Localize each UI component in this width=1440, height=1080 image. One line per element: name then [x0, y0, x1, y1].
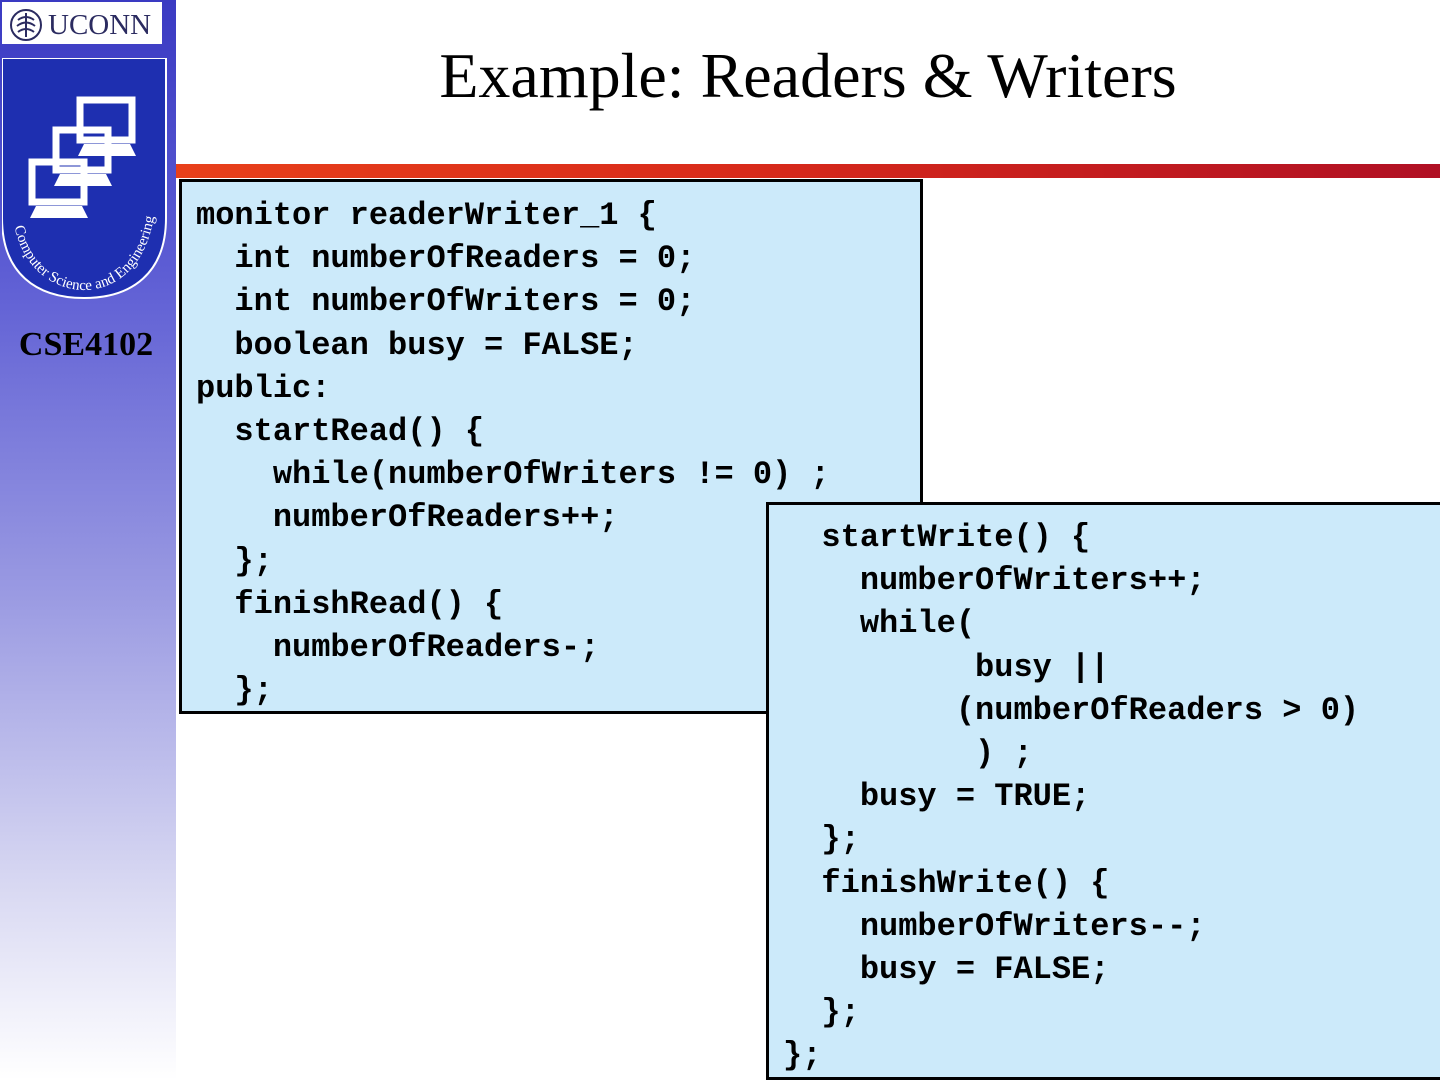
code-line: startRead() { — [196, 412, 485, 450]
code-line: }; — [783, 994, 860, 1032]
code-line: numberOfReaders-; — [196, 628, 600, 666]
uconn-logo-text: UCONN — [48, 9, 152, 41]
code-line: busy || — [783, 648, 1110, 686]
code-line: while(numberOfWriters != 0) ; — [196, 456, 830, 494]
course-code: CSE4102 — [18, 326, 154, 363]
code-line: while( — [783, 605, 976, 643]
code-line: int numberOfReaders = 0; — [196, 240, 696, 278]
code-line: boolean busy = FALSE; — [196, 326, 638, 364]
code-body-writer: startWrite() { numberOfWriters++; while(… — [783, 516, 1359, 1077]
code-line: }; — [196, 542, 273, 580]
code-line: finishWrite() { — [783, 864, 1110, 902]
cse-emblem-icon: Computer Science and Engineering — [2, 58, 167, 300]
code-box-writer: startWrite() { numberOfWriters++; while(… — [766, 502, 1440, 1080]
code-line: numberOfWriters--; — [783, 907, 1206, 945]
code-line: numberOfWriters++; — [783, 562, 1206, 600]
code-line: numberOfReaders++; — [196, 499, 619, 537]
code-body-reader: monitor readerWriter_1 { int numberOfRea… — [196, 194, 830, 711]
slide-title: Example: Readers & Writers — [439, 40, 1177, 111]
code-line: (numberOfReaders > 0) — [783, 691, 1360, 729]
code-line: busy = FALSE; — [783, 950, 1110, 988]
code-line: }; — [783, 1037, 822, 1075]
code-line: startWrite() { — [783, 519, 1091, 556]
title-divider — [176, 164, 1440, 178]
uconn-seal-icon — [10, 9, 42, 41]
code-line: }; — [783, 821, 860, 859]
code-line: busy = TRUE; — [783, 778, 1091, 816]
code-line: monitor readerWriter_1 { — [196, 197, 657, 234]
code-line: finishRead() { — [196, 585, 504, 623]
code-line: int numberOfWriters = 0; — [196, 283, 696, 321]
sidebar: UCONN Computer Science and Engineering C… — [0, 0, 176, 1080]
code-line: }; — [196, 672, 273, 710]
code-line: public: — [196, 369, 331, 407]
code-line: ) ; — [783, 734, 1033, 772]
uconn-logo: UCONN — [2, 2, 162, 44]
